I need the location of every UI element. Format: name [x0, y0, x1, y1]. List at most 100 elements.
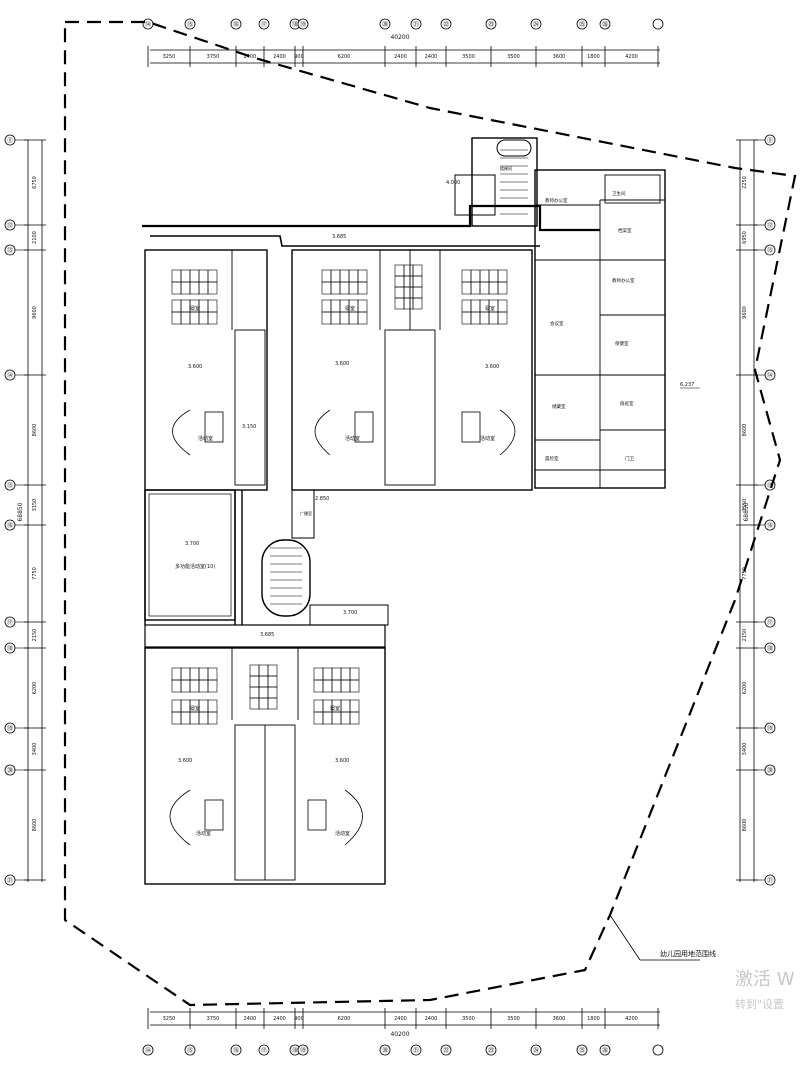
bed [322, 679, 333, 693]
multi-purpose-room [144, 489, 236, 621]
level-7: 2.850 [315, 496, 329, 502]
top-axis-label: ⑰ [261, 21, 267, 29]
right-seg-label: 3150 [742, 499, 748, 512]
bed [349, 711, 360, 725]
top-axis-circle [485, 18, 497, 30]
bottom-seg-label: 2400 [394, 1016, 407, 1022]
left-dimension-chain [27, 140, 43, 882]
bed [313, 711, 324, 725]
right-axis-label: ⑯ [767, 522, 773, 530]
right-axis-label: ⑫ [767, 222, 773, 230]
left-axis-label: ⑲ [7, 725, 13, 733]
bottom-axis-circle [379, 1044, 391, 1056]
bottom-seg-label: 2400 [244, 1016, 257, 1022]
bed [461, 269, 472, 283]
right-seg-label: 2150 [742, 629, 748, 642]
right-axis-label: ⑰ [767, 619, 773, 627]
top-axis-label: ㉓ [488, 21, 494, 29]
bed [207, 679, 218, 693]
bed [470, 281, 481, 295]
bed [313, 699, 324, 713]
bed [357, 311, 368, 325]
bed [171, 699, 182, 713]
bed [322, 711, 333, 725]
bed [461, 311, 472, 325]
bed [357, 269, 368, 283]
bed [470, 311, 481, 325]
left-seg-label: 6200 [32, 682, 38, 695]
bed [412, 286, 423, 299]
interior-partitions [231, 174, 665, 881]
bottom-axis-label: ⑭ [145, 1047, 151, 1055]
left-seg-label: 9600 [32, 306, 38, 319]
bottom-axis-label: ㉒ [443, 1047, 449, 1055]
boundary-leader [609, 914, 641, 961]
top-axis-label: ㉖ [602, 21, 608, 29]
bed [171, 311, 182, 325]
right-seg-label: 8600 [742, 819, 748, 832]
bottom-axis-label: ⑮ [187, 1047, 193, 1055]
room-multi: 多功能活动室(10) [175, 563, 215, 570]
top-axis-circle [652, 18, 664, 30]
bed [330, 281, 341, 295]
bed [189, 311, 200, 325]
bed [348, 311, 359, 325]
top-axis-circle [440, 18, 452, 30]
bottom-axis-label: ⑰ [261, 1047, 267, 1055]
bed [339, 281, 350, 295]
bed [198, 281, 209, 295]
top-axis-circle [576, 18, 588, 30]
bottom-axis-circle [258, 1044, 270, 1056]
south-connector [309, 604, 389, 626]
bed [198, 679, 209, 693]
bed [258, 697, 269, 710]
bed [249, 697, 260, 710]
room-broadcast: 广播室 [300, 510, 312, 516]
bed [207, 269, 218, 283]
bed [357, 299, 368, 313]
bed [322, 667, 333, 681]
stair-block-north [471, 137, 538, 227]
bottom-seg-label: 1800 [587, 1016, 600, 1022]
bed [348, 269, 359, 283]
bed [349, 667, 360, 681]
room-records: 档案室 [618, 227, 632, 234]
bed [198, 667, 209, 681]
link-wall [144, 490, 243, 625]
lower-corridor [144, 624, 386, 648]
bed [479, 281, 490, 295]
right-axis-label: ㉑ [767, 877, 773, 885]
bed [470, 299, 481, 313]
bed [249, 664, 260, 677]
activation-watermark: 激活 W [735, 969, 795, 990]
bed [331, 679, 342, 693]
bed [479, 311, 490, 325]
right-axis-label: ⑭ [767, 372, 773, 380]
top-seg-label: 2400 [425, 54, 438, 60]
bed [180, 311, 191, 325]
top-axis-label: ⑲ [300, 21, 306, 29]
bottom-seg-label: 3600 [553, 1016, 566, 1022]
level-13: 6.237 [680, 382, 694, 388]
bed [249, 675, 260, 688]
bottom-seg-label: 4200 [625, 1016, 638, 1022]
bed [412, 275, 423, 288]
level-10: 3.600 [178, 758, 192, 764]
north-annex [454, 174, 496, 216]
bottom-seg-label: 3750 [207, 1016, 220, 1022]
right-axis-label: ⑲ [767, 725, 773, 733]
top-total-dim: 40200 [390, 34, 409, 41]
bottom-seg-label: 3250 [163, 1016, 176, 1022]
bed [412, 297, 423, 310]
bed [331, 667, 342, 681]
bottom-total-dim: 40200 [390, 1031, 409, 1038]
boundary-label: 幼儿园用地范围线 [660, 949, 716, 958]
bottom-seg-label: 3500 [462, 1016, 475, 1022]
left-seg-label: 2100 [32, 231, 38, 244]
bed [394, 275, 405, 288]
room-duty: 值班室 [620, 400, 634, 407]
top-axis-label: ㉒ [443, 21, 449, 29]
